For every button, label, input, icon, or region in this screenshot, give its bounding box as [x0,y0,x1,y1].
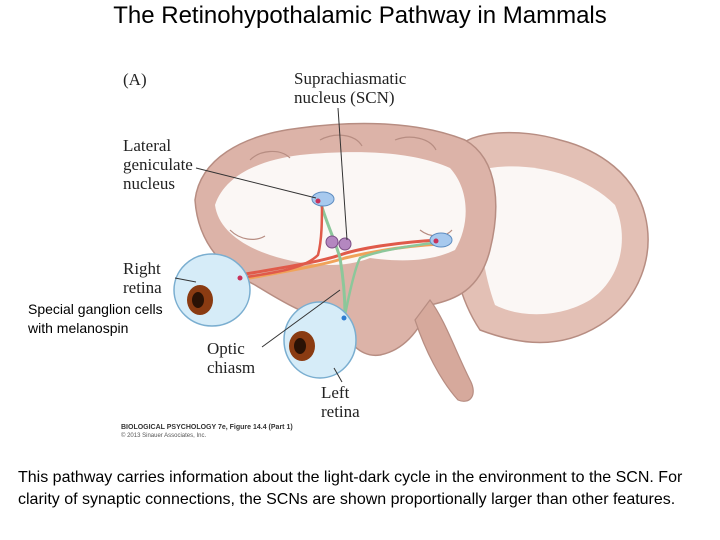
scn-label: Suprachiasmatic nucleus (SCN) [294,69,407,107]
white-matter [215,152,466,266]
lgn-nucleus [311,191,335,207]
left-retina-label: Left retina [321,383,360,421]
page-title: The Retinohypothalamic Pathway in Mammal… [113,2,607,29]
scn-nucleus-right [338,237,352,251]
optic-tract-to-lgn [239,199,324,280]
left-eye [283,301,357,379]
brain-diagram [173,107,649,402]
figure-copyright: © 2013 Sinauer Associates, Inc. [121,433,207,439]
scn-nucleus-left [325,235,339,249]
figure-credit: BIOLOGICAL PSYCHOLOGY 7e, Figure 14.4 (P… [121,424,293,431]
right-eye [173,253,251,327]
caption: This pathway carries information about t… [18,469,683,508]
panel-label: (A) [123,70,147,89]
lgn-nucleus-right [429,232,453,248]
brainstem [414,298,474,402]
right-retina-label: Right retina [123,259,162,297]
optic-tract-green [318,199,347,316]
lgn-label: Lateral geniculate nucleus [123,136,193,193]
ganglion-cells-annotation: Special ganglion cells with melanospin [28,300,163,338]
optic-chiasm-label: Optic chiasm [207,339,256,377]
white-matter-right [478,166,622,315]
